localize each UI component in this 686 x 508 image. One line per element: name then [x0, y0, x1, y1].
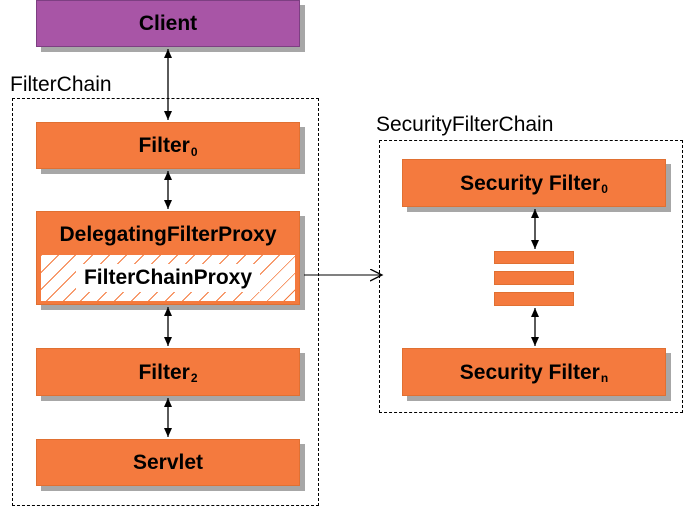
servlet-label: Servlet	[132, 451, 204, 474]
security-filter-n-subscript: n	[600, 371, 609, 385]
security-filter-chain-title: SecurityFilterChain	[376, 113, 554, 137]
delegating-filter-proxy-label: DelegatingFilterProxy	[59, 223, 277, 246]
servlet-box: Servlet	[36, 439, 300, 486]
security-filter-stack-bar-3	[494, 292, 574, 306]
delegating-filter-proxy-box: DelegatingFilterProxy FilterChainProxy	[36, 211, 300, 305]
filter-2-subscript: 2	[190, 371, 198, 385]
client-box: Client	[36, 0, 300, 47]
security-filter-stack-bar-1	[494, 251, 574, 264]
filter-chain-proxy-label: FilterChainProxy	[75, 264, 261, 292]
filter-chain-proxy-box: FilterChainProxy	[40, 254, 296, 302]
filter-0-label: Filter	[138, 134, 190, 157]
security-filter-0-subscript: 0	[601, 182, 608, 196]
security-filter-stack-bar-2	[494, 271, 574, 285]
filter-chain-title: FilterChain	[10, 73, 112, 97]
client-label: Client	[138, 12, 198, 35]
filter-0-subscript: 0	[190, 144, 198, 159]
security-filter-n-label: Security Filter	[459, 360, 600, 384]
filter-2-label: Filter	[138, 360, 190, 384]
security-filter-0-label: Security Filter	[460, 171, 601, 195]
